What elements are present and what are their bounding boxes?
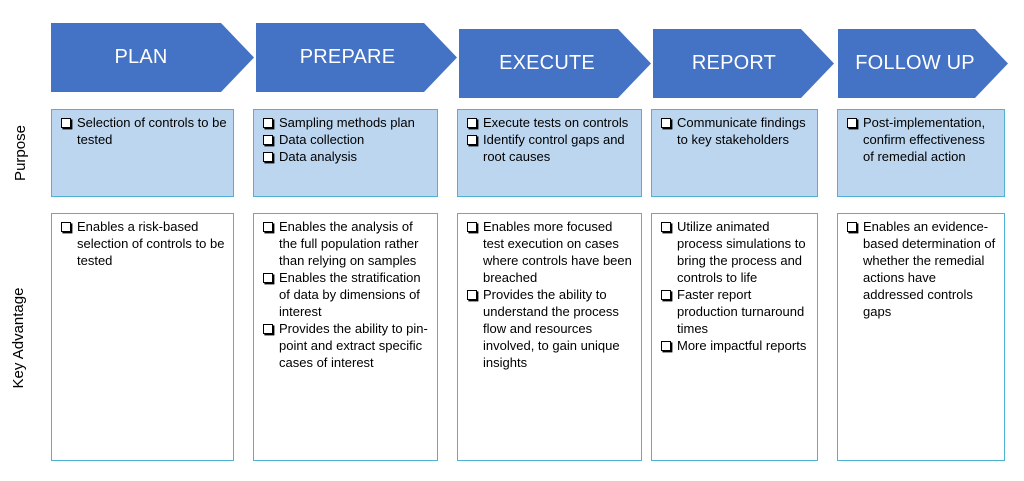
stage-title-report: REPORT (691, 52, 777, 74)
stage-arrow-prepare: PREPARE (256, 23, 457, 92)
advantage-item: Enables more focused test execution on c… (467, 218, 635, 286)
advantage-item: Provides the ability to pin- point and e… (263, 320, 431, 371)
checkbox-icon (263, 117, 273, 128)
arrow-shape (653, 29, 834, 98)
advantage-box-plan: Enables a risk-based selection of contro… (51, 213, 234, 461)
stage-title-execute: EXECUTE (499, 52, 595, 74)
purpose-item: Selection of controls to be tested (61, 114, 227, 148)
purpose-box-execute: Execute tests on controls Identify contr… (457, 109, 642, 197)
checkbox-icon (847, 117, 857, 128)
checkbox-icon (263, 221, 273, 232)
advantage-item: Enables an evidence-based determination … (847, 218, 998, 320)
arrow-shape (51, 23, 254, 92)
purpose-item: Communicate findings to key stakeholders (661, 114, 811, 148)
checkbox-icon (661, 340, 671, 351)
purpose-item: Identify control gaps and root causes (467, 131, 635, 165)
purpose-item: Execute tests on controls (467, 114, 635, 131)
row-label-key-advantage: Key Advantage (10, 287, 27, 389)
stage-arrow-follow-up: FOLLOW UP (838, 29, 1008, 98)
advantage-item: Provides the ability to understand the p… (467, 286, 635, 371)
advantage-box-prepare: Enables the analysis of the full populat… (253, 213, 438, 461)
checkbox-icon (467, 221, 477, 232)
stage-title-prepare: PREPARE (299, 46, 396, 68)
purpose-box-prepare: Sampling methods plan Data collection Da… (253, 109, 438, 197)
arrow-shape (459, 29, 651, 98)
stage-arrow-plan: PLAN (51, 23, 254, 92)
advantage-item: Enables the analysis of the full populat… (263, 218, 431, 269)
checkbox-icon (263, 323, 273, 334)
advantage-box-follow-up: Enables an evidence-based determination … (837, 213, 1005, 461)
checkbox-icon (61, 221, 71, 232)
checkbox-icon (467, 289, 477, 300)
advantage-box-report: Utilize animated process simulations to … (651, 213, 818, 461)
advantage-item: More impactful reports (661, 337, 811, 354)
checkbox-icon (847, 221, 857, 232)
checkbox-icon (263, 272, 273, 283)
advantage-item: Faster report production turnaround time… (661, 286, 811, 337)
advantage-item: Utilize animated process simulations to … (661, 218, 811, 286)
stage-arrow-report: REPORT (653, 29, 834, 98)
arrow-shape (256, 23, 457, 92)
advantage-item: Enables the stratification of data by di… (263, 269, 431, 320)
purpose-item: Data analysis (263, 148, 431, 165)
checkbox-icon (467, 134, 477, 145)
stage-title-plan: PLAN (114, 46, 168, 68)
arrow-shape (838, 29, 1008, 98)
checkbox-icon (661, 289, 671, 300)
purpose-box-plan: Selection of controls to be tested (51, 109, 234, 197)
checkbox-icon (661, 221, 671, 232)
checkbox-icon (467, 117, 477, 128)
purpose-item: Post-implementation, confirm effectivene… (847, 114, 998, 165)
checkbox-icon (661, 117, 671, 128)
purpose-item: Sampling methods plan (263, 114, 431, 131)
checkbox-icon (61, 117, 71, 128)
advantage-box-execute: Enables more focused test execution on c… (457, 213, 642, 461)
checkbox-icon (263, 134, 273, 145)
purpose-item: Data collection (263, 131, 431, 148)
stage-arrow-execute: EXECUTE (459, 29, 651, 98)
checkbox-icon (263, 151, 273, 162)
purpose-box-follow-up: Post-implementation, confirm effectivene… (837, 109, 1005, 197)
purpose-box-report: Communicate findings to key stakeholders (651, 109, 818, 197)
advantage-item: Enables a risk-based selection of contro… (61, 218, 227, 269)
row-label-purpose: Purpose (12, 125, 29, 181)
stage-title-follow-up: FOLLOW UP (855, 52, 975, 74)
